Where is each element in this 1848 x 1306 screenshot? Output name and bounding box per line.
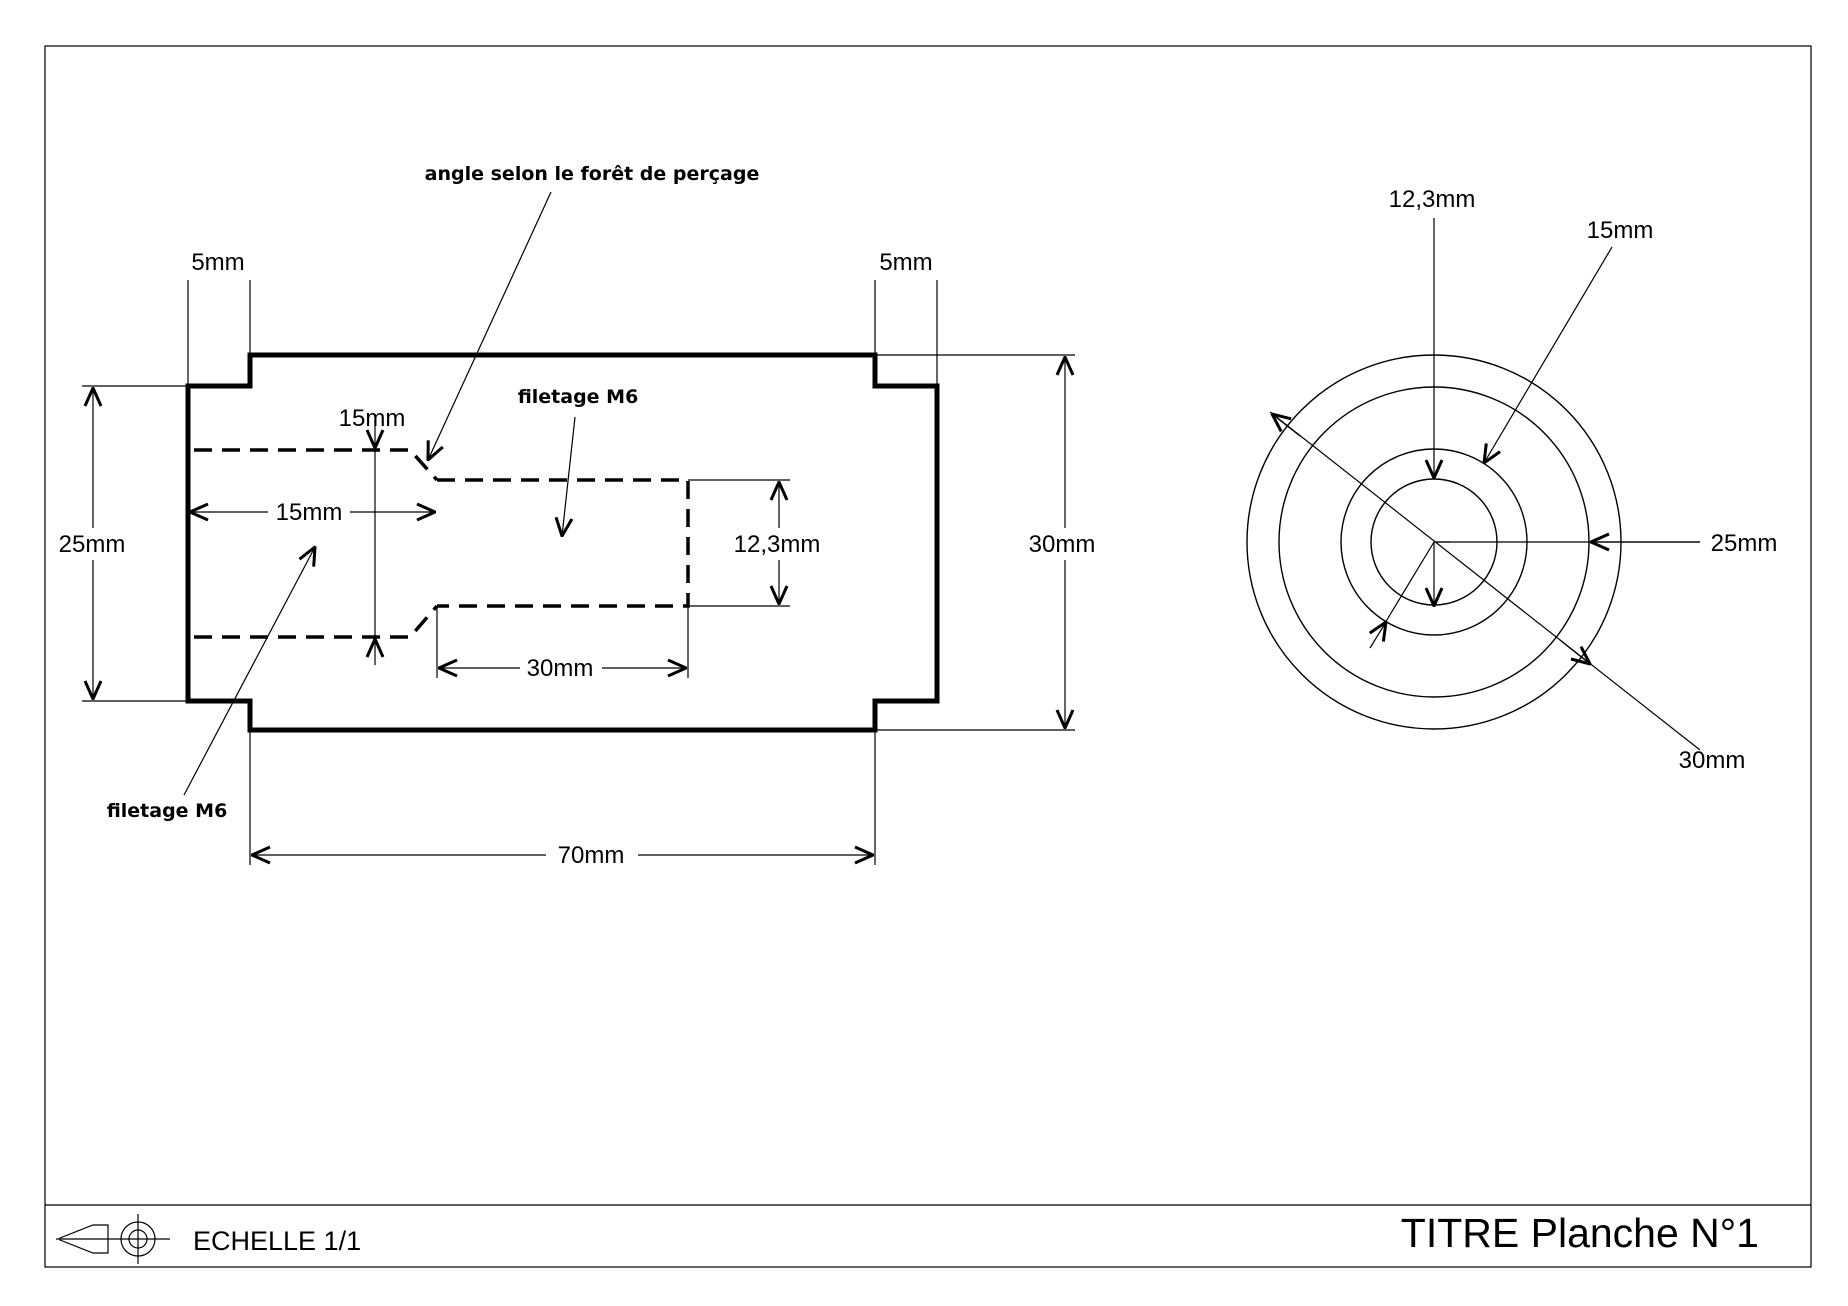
leader-drill-angle [428,191,552,460]
dim-line-end-15-lower [1384,541,1435,624]
dim-outer-diameter: 30mm [1029,531,1096,558]
dim-line-end-30 [1269,411,1701,751]
dim-thread-depth: 30mm [527,655,594,682]
dim-line-end-30-arrow-upper [1272,414,1301,437]
dim-line-end-15-upper [1484,246,1613,463]
section-view: 5mm 5mm 30mm 25mm 15mm 15mm 12,3mm 30mm … [52,163,1105,871]
dim-end-15: 15mm [1587,217,1654,244]
extension-lines [82,280,1075,865]
dim-bore-depth: 15mm [276,499,343,526]
leader-thread-inner [562,416,576,536]
dim-overall-length: 70mm [558,842,625,869]
scale-label: ECHELLE 1/1 [193,1226,361,1256]
end-view: 12,3mm 15mm 25mm 30mm [1246,186,1778,774]
dim-end-30: 30mm [1679,747,1746,774]
note-thread-inner: filetage M6 [518,386,639,408]
dim-line-end-15-lower-arrow [1370,622,1386,649]
dim-shoulder-right: 5mm [879,249,932,276]
dim-shoulder-left: 5mm [191,249,244,276]
dim-line-end-30-arrow-lower [1559,639,1590,664]
dim-bore-diameter: 15mm [339,405,406,432]
dim-shoulder-diameter: 25mm [59,531,126,558]
hidden-thread-outline [437,478,690,608]
note-drill-angle: angle selon le forêt de perçage [425,163,760,185]
drawing-title: TITRE Planche N°1 [1401,1210,1759,1256]
hidden-bore-lower [194,604,439,639]
first-angle-projection-icon [56,1214,170,1264]
note-thread-outer: filetage M6 [107,800,228,822]
leader-thread-outer [183,547,315,796]
sheet-border [44,45,1812,1268]
dim-end-25: 25mm [1711,530,1778,557]
hidden-bore-upper [194,448,439,482]
dim-end-12-3: 12,3mm [1389,186,1476,213]
dim-thread-diameter: 12,3mm [734,531,821,558]
